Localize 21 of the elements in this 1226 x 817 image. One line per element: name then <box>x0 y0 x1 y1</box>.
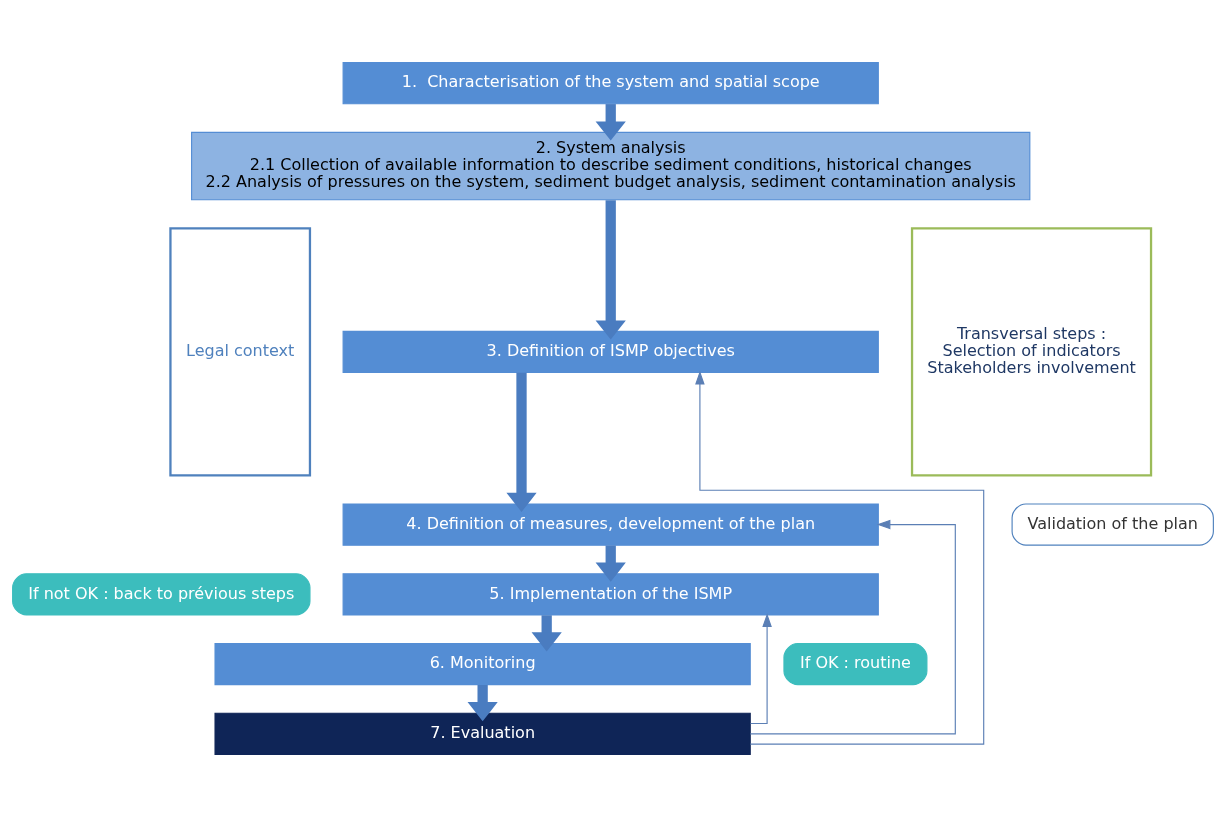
node-box: 1. Characterisation of the system and spatial scope <box>342 62 879 105</box>
node-box: Validation of the plan <box>1011 503 1214 546</box>
node-box: 4. Definition of measures, development of the plan <box>342 503 879 546</box>
arrow <box>595 545 626 582</box>
node-box: 6. Monitoring <box>214 642 751 686</box>
arrow <box>749 519 956 735</box>
node-box: 2. System analysis 2.1 Collection of available information to describe sediment conditions, historical changes 2.2 Analysis of pressures on the system, sediment budget analysis, sediment contamination analysis <box>191 131 1031 201</box>
node-box: Legal context <box>169 227 312 477</box>
arrow <box>595 200 626 340</box>
node-box: 5. Implementation of the ISMP <box>342 573 879 616</box>
node-box: Transversal steps : Selection of indicators Stakeholders involvement <box>910 227 1153 477</box>
node-box: If not OK : back to prévious steps <box>12 573 311 616</box>
arrow <box>695 370 985 745</box>
node-box: If OK : routine <box>783 642 928 686</box>
arrow <box>750 613 772 725</box>
arrow <box>506 372 537 512</box>
node-box: 7. Evaluation <box>214 712 751 755</box>
arrow <box>467 685 498 722</box>
node-box: 3. Definition of ISMP objectives <box>342 330 879 374</box>
arrow <box>595 104 626 141</box>
arrow <box>531 615 562 652</box>
